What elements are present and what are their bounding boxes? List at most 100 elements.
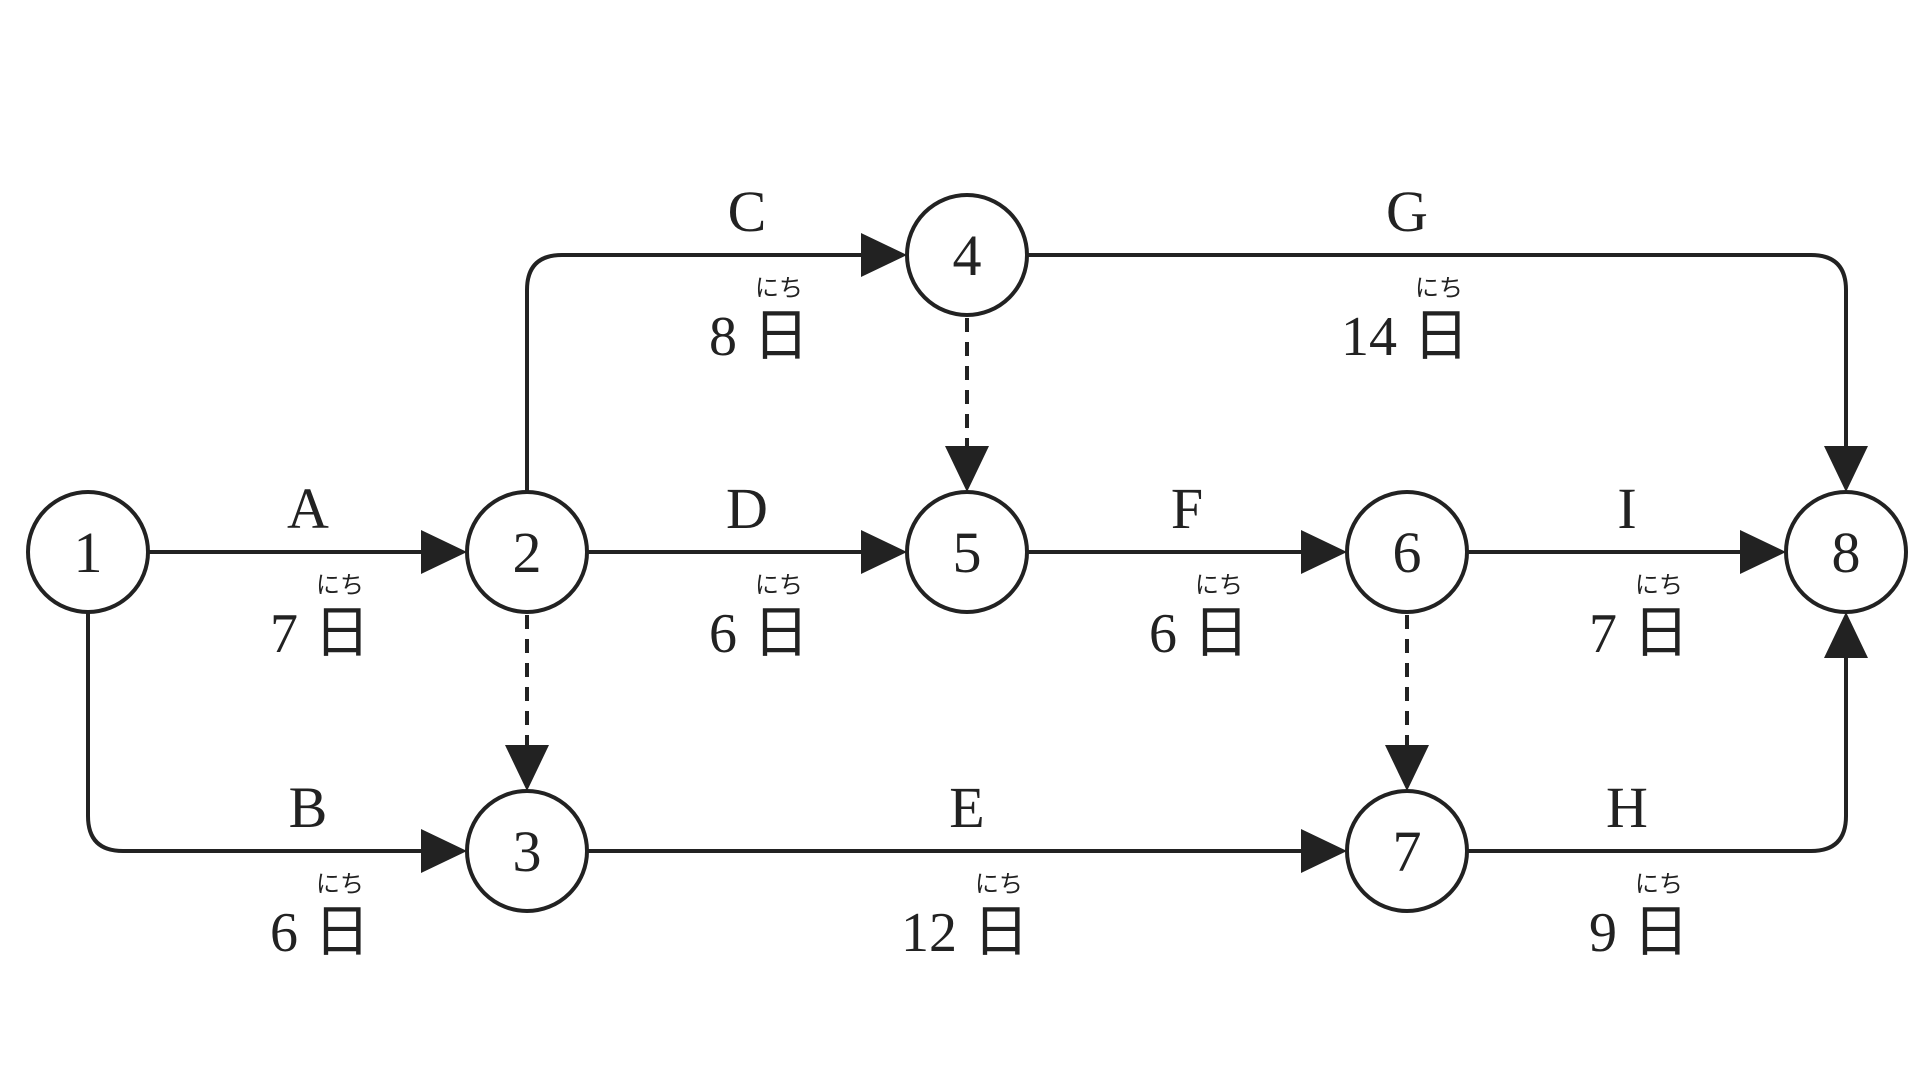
activity-name: E [949, 775, 984, 840]
node-label: 1 [74, 520, 103, 585]
dummy-activity-2-3 [505, 615, 549, 791]
activity-name: B [289, 775, 328, 840]
arrowhead-d [861, 530, 907, 574]
node-label: 5 [953, 520, 982, 585]
unit-reading: にち [1195, 571, 1243, 599]
node-circle [26, 490, 150, 614]
duration-unit: 日 [973, 900, 1029, 965]
node-circle [465, 789, 589, 913]
activity-duration: 12 [901, 902, 957, 964]
duration-unit: 日 [314, 601, 370, 666]
activity-duration: 6 [270, 902, 298, 964]
unit-reading: にち [755, 571, 803, 599]
nodes-layer: 1 2 3 4 5 6 7 8 [26, 193, 1908, 913]
arrowhead-h [1824, 612, 1868, 658]
node-label: 6 [1393, 520, 1422, 585]
dummy-activity-4-5 [945, 318, 989, 492]
node-circle [1345, 490, 1469, 614]
duration-unit: 日 [753, 304, 809, 369]
unit-reading: にち [1635, 571, 1683, 599]
activity-h [1467, 612, 1868, 853]
arrowhead-e [1301, 829, 1347, 873]
unit-reading: にち [975, 870, 1023, 898]
duration-unit: 日 [753, 601, 809, 666]
unit-reading: にち [316, 571, 364, 599]
duration-unit: 日 [1193, 601, 1249, 666]
unit-reading: にち [1635, 870, 1683, 898]
arrowhead-dummy-6-7 [1385, 745, 1429, 791]
activity-d [587, 530, 907, 574]
node-label: 4 [953, 223, 982, 288]
node-label: 3 [513, 819, 542, 884]
activity-duration: 14 [1341, 306, 1397, 368]
node-circle [1345, 789, 1469, 913]
event-node-6: 6 [1345, 490, 1469, 614]
event-node-1: 1 [26, 490, 150, 614]
arrowhead-b [421, 829, 467, 873]
activity-edge-c [525, 253, 885, 492]
activity-duration: 9 [1589, 902, 1617, 964]
node-circle [465, 490, 589, 614]
activity-name: G [1386, 179, 1428, 244]
activity-name: F [1171, 476, 1203, 541]
node-label: 8 [1832, 520, 1861, 585]
node-circle [905, 193, 1029, 317]
activity-a [148, 530, 467, 574]
unit-reading: にち [1415, 274, 1463, 302]
activity-name: A [287, 476, 329, 541]
event-node-7: 7 [1345, 789, 1469, 913]
activity-e [587, 829, 1347, 873]
arrowhead-dummy-2-3 [505, 745, 549, 791]
event-node-2: 2 [465, 490, 589, 614]
event-node-3: 3 [465, 789, 589, 913]
activity-g [1027, 253, 1868, 492]
activity-edge-b [86, 612, 445, 853]
activity-duration: 7 [1589, 603, 1617, 665]
unit-reading: にち [316, 870, 364, 898]
event-node-5: 5 [905, 490, 1029, 614]
activity-name: H [1606, 775, 1648, 840]
event-node-8: 8 [1784, 490, 1908, 614]
node-circle [905, 490, 1029, 614]
event-node-4: 4 [905, 193, 1029, 317]
dummy-activity-6-7 [1385, 615, 1429, 791]
duration-unit: 日 [1633, 900, 1689, 965]
arrowhead-c [861, 233, 907, 277]
activity-duration: 8 [709, 306, 737, 368]
activity-duration: 6 [1149, 603, 1177, 665]
duration-unit: 日 [1413, 304, 1469, 369]
node-label: 7 [1393, 819, 1422, 884]
activity-duration: 7 [270, 603, 298, 665]
duration-unit: 日 [314, 900, 370, 965]
arrowhead-f [1301, 530, 1347, 574]
activity-name: C [728, 179, 767, 244]
activity-label-g: G にち 14 日 [1341, 179, 1469, 369]
activity-label-e: E にち 12 日 [901, 775, 1029, 965]
activity-name: D [726, 476, 768, 541]
activity-name: I [1617, 476, 1636, 541]
activity-edge-h [1467, 634, 1848, 853]
activity-i [1467, 530, 1786, 574]
arrowhead-i [1740, 530, 1786, 574]
unit-reading: にち [755, 274, 803, 302]
arrowhead-dummy-4-5 [945, 446, 989, 492]
activity-edge-g [1027, 253, 1848, 470]
activity-f [1027, 530, 1347, 574]
duration-unit: 日 [1633, 601, 1689, 666]
node-label: 2 [513, 520, 542, 585]
activity-duration: 6 [709, 603, 737, 665]
edges-layer [86, 233, 1868, 873]
arrowhead-g [1824, 446, 1868, 492]
arrowhead-a [421, 530, 467, 574]
node-circle [1784, 490, 1908, 614]
activity-c [525, 233, 907, 492]
